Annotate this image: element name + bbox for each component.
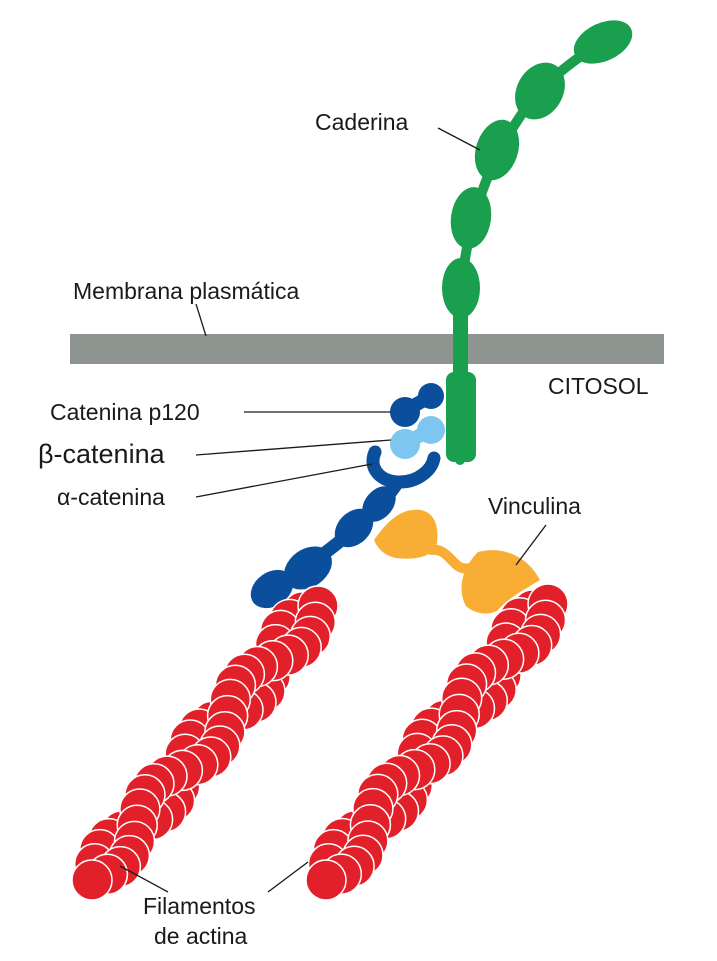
label-membrane: Membrana plasmática	[73, 278, 299, 304]
alpha-catenin-domain-1	[362, 486, 396, 522]
leader-alpha-catenin	[195, 463, 373, 498]
label-actin-line-2: de actina	[154, 923, 248, 949]
label-cytosol: CITOSOL	[548, 373, 649, 399]
p120-catenin	[390, 383, 444, 427]
plasma-membrane	[70, 334, 664, 364]
actin-right-bead	[305, 859, 347, 901]
label-actin-line-1: Filamentos	[143, 893, 255, 919]
vinculin-tail	[461, 550, 540, 614]
alpha-catenin-domain-2	[334, 508, 374, 548]
label-p120: Catenina p120	[50, 399, 200, 425]
p120-link	[405, 394, 429, 414]
cadherin-domain-3	[474, 119, 520, 181]
leader-beta-catenin	[195, 439, 392, 456]
cadherin-protein	[442, 20, 633, 465]
cadherin-domain-5	[442, 258, 480, 318]
cadherin-domain-1	[573, 20, 633, 64]
cadherin-transmembrane	[453, 310, 468, 380]
actin-filament-left	[71, 585, 339, 901]
vinculin-head	[374, 509, 438, 559]
actin-filament-right	[305, 583, 569, 901]
beta-catenin	[390, 416, 445, 459]
beta-catenin-link	[404, 426, 430, 448]
cadherin-domain-4	[450, 187, 492, 249]
alpha-catenin-domain-3	[284, 546, 332, 590]
leader-vinculin	[515, 524, 547, 566]
vinculin-protein	[374, 509, 540, 614]
cadherin-cytoplasmic-tail	[446, 372, 476, 462]
leader-membrane	[195, 303, 207, 337]
label-vinculin: Vinculina	[488, 493, 581, 519]
alpha-catenin	[250, 445, 441, 609]
label-beta-catenin: β-catenina	[38, 439, 166, 469]
leader-actin	[119, 865, 169, 893]
alpha-catenin-domain-4	[250, 569, 294, 609]
cadherin-domain-2	[515, 62, 565, 120]
leader-actin-2	[267, 861, 309, 893]
actin-left-bead	[71, 859, 113, 901]
label-cadherin: Caderina	[315, 109, 409, 135]
leader-cadherin	[437, 127, 481, 151]
label-alpha-catenin: α-catenina	[57, 484, 165, 510]
